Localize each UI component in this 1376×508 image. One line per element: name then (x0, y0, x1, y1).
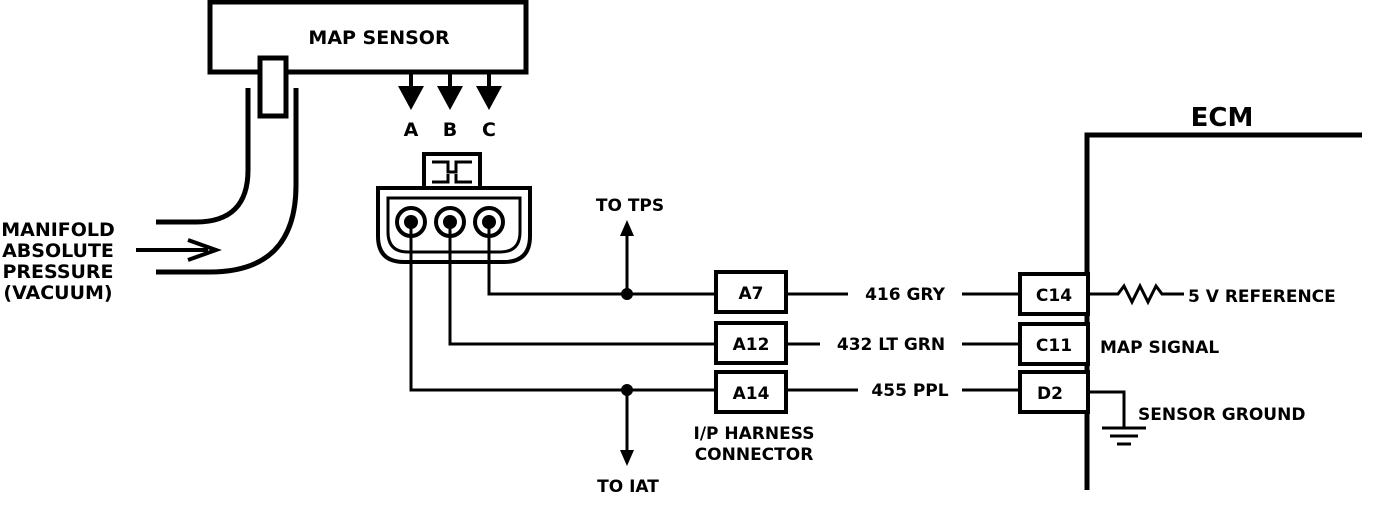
sensor-pin-label-c: C (482, 119, 496, 141)
sensor-pin-arrow-a (398, 72, 424, 110)
ground-wire (1088, 390, 1126, 428)
sensor-pin-label-a: A (404, 119, 419, 141)
to-iat-label: TO IAT (597, 477, 659, 497)
branch-tps-arrow (620, 220, 634, 236)
ecm-pin-c11: C11 (1036, 336, 1072, 356)
sensor-connector (376, 152, 532, 264)
sensor-pin-arrow-b (437, 72, 463, 110)
manifold-label-line-2: ABSOLUTE (2, 240, 114, 262)
ground-symbol-icon (1102, 426, 1146, 446)
harness-pin-a12: A12 (733, 335, 770, 355)
vacuum-hose-inner (156, 88, 299, 275)
ecm-pin-d2: D2 (1037, 384, 1063, 404)
harness-pin-a14: A14 (733, 384, 770, 404)
wire-432-label: 432 LT GRN (837, 335, 945, 355)
wire-b-to-a12 (448, 222, 716, 346)
ecm-title: ECM (1191, 103, 1254, 133)
manifold-label-line-1: MANIFOLD (1, 219, 115, 241)
sensor-pin-label-b: B (443, 119, 457, 141)
harness-label-line-1: I/P HARNESS (694, 424, 815, 444)
vacuum-port (257, 55, 289, 119)
harness-pin-a7: A7 (739, 284, 764, 304)
ecm-function-sensor-ground: SENSOR GROUND (1138, 405, 1305, 425)
map-sensor-title: MAP SENSOR (308, 27, 450, 49)
manifold-label-line-3: PRESSURE (2, 261, 113, 283)
sensor-pin-arrow-c (476, 72, 502, 110)
ecm-pin-c14: C14 (1036, 286, 1072, 306)
ecm-function-5v-reference: 5 V REFERENCE (1188, 287, 1336, 307)
harness-pin-a7-box (714, 270, 788, 314)
manifold-label-line-4: (VACUUM) (3, 282, 112, 304)
vacuum-hose-outer (156, 88, 251, 225)
pressure-arrow-head (187, 238, 222, 262)
wire-a-to-a14 (409, 222, 716, 392)
harness-label-line-2: CONNECTOR (695, 445, 814, 465)
harness-pin-a14-box (714, 370, 788, 414)
reference-resistor (1088, 282, 1184, 306)
branch-iat-arrow (620, 450, 634, 466)
wire-455-label: 455 PPL (871, 381, 948, 401)
ecm-pin-c11-box (1018, 322, 1090, 366)
wire-c-to-a7 (487, 222, 716, 296)
ecm-function-map-signal: MAP SIGNAL (1100, 338, 1219, 358)
wire-416-label: 416 GRY (865, 285, 946, 305)
to-tps-label: TO TPS (596, 196, 664, 216)
